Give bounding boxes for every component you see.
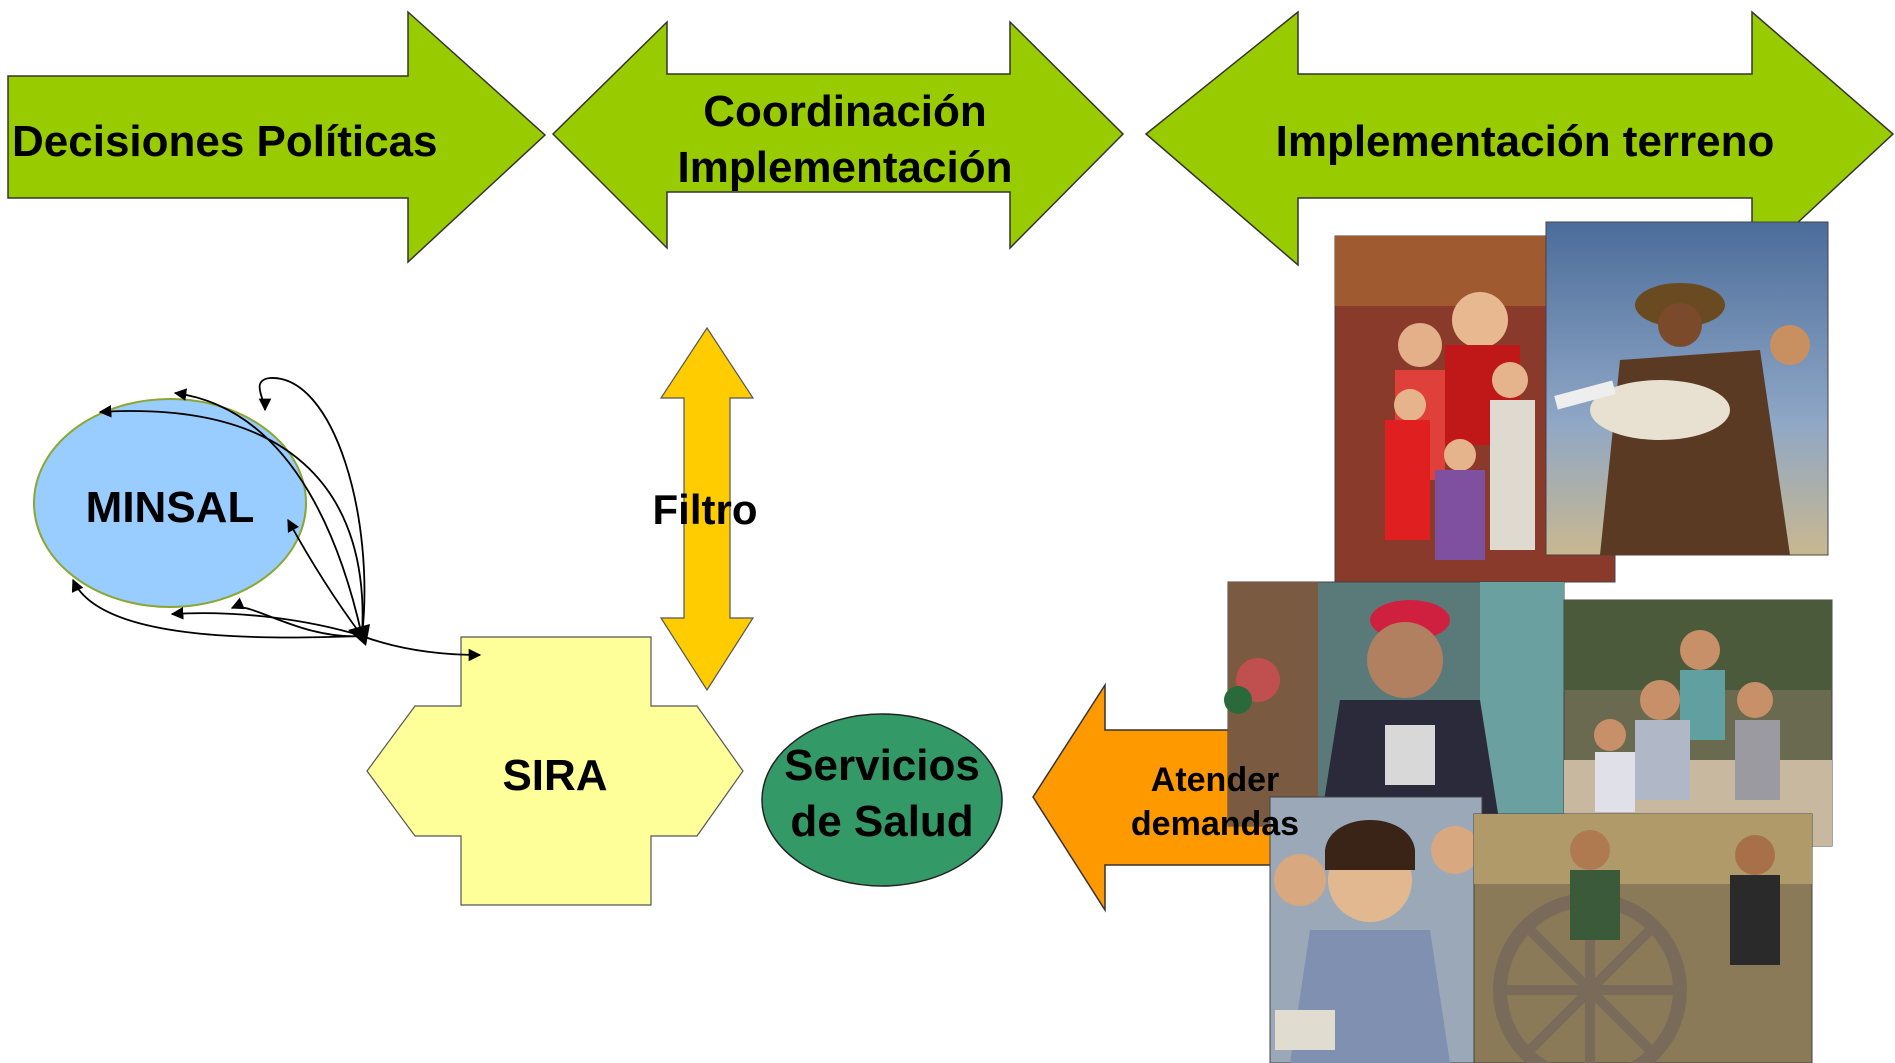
terreno-double-arrow (1144, 10, 1895, 267)
hub-point (348, 624, 370, 646)
photo-schoolgirls (1269, 796, 1483, 1063)
politica-arrow (7, 10, 547, 264)
terreno-label: Implementación terreno (1275, 117, 1775, 166)
sira-shape (366, 636, 744, 906)
coordinacion-label: Coordinación Implementación (620, 84, 1070, 196)
minsal-label: MINSAL (85, 483, 255, 532)
filtro-double-arrow (659, 326, 755, 692)
coordinacion-line2: Implementación (677, 143, 1013, 192)
servicios-line1: Servicios (784, 741, 980, 790)
coordinacion-line1: Coordinación (703, 87, 987, 136)
photo-woman-lamb (1545, 221, 1829, 556)
atender-line2: demandas (1130, 805, 1300, 843)
atender-line1: Atender (1150, 761, 1280, 799)
photo-children-reading (1563, 599, 1833, 847)
sira-label: SIRA (502, 751, 608, 800)
photo-boy-wagon-wheel (1473, 813, 1813, 1063)
politica-label: Decisiones Políticas (12, 117, 438, 166)
feedback-arrows (71, 377, 482, 662)
servicios-label: Servicios de Salud (762, 738, 1002, 850)
atender-label: Atender demandas (1100, 758, 1330, 846)
servicios-line2: de Salud (790, 797, 974, 846)
coordinacion-double-arrow (551, 20, 1125, 250)
filtro-label: Filtro (652, 486, 758, 533)
photo-elderly-woman (1224, 581, 1565, 827)
minsal-ellipse (33, 398, 307, 608)
servicios-ellipse (761, 713, 1003, 887)
